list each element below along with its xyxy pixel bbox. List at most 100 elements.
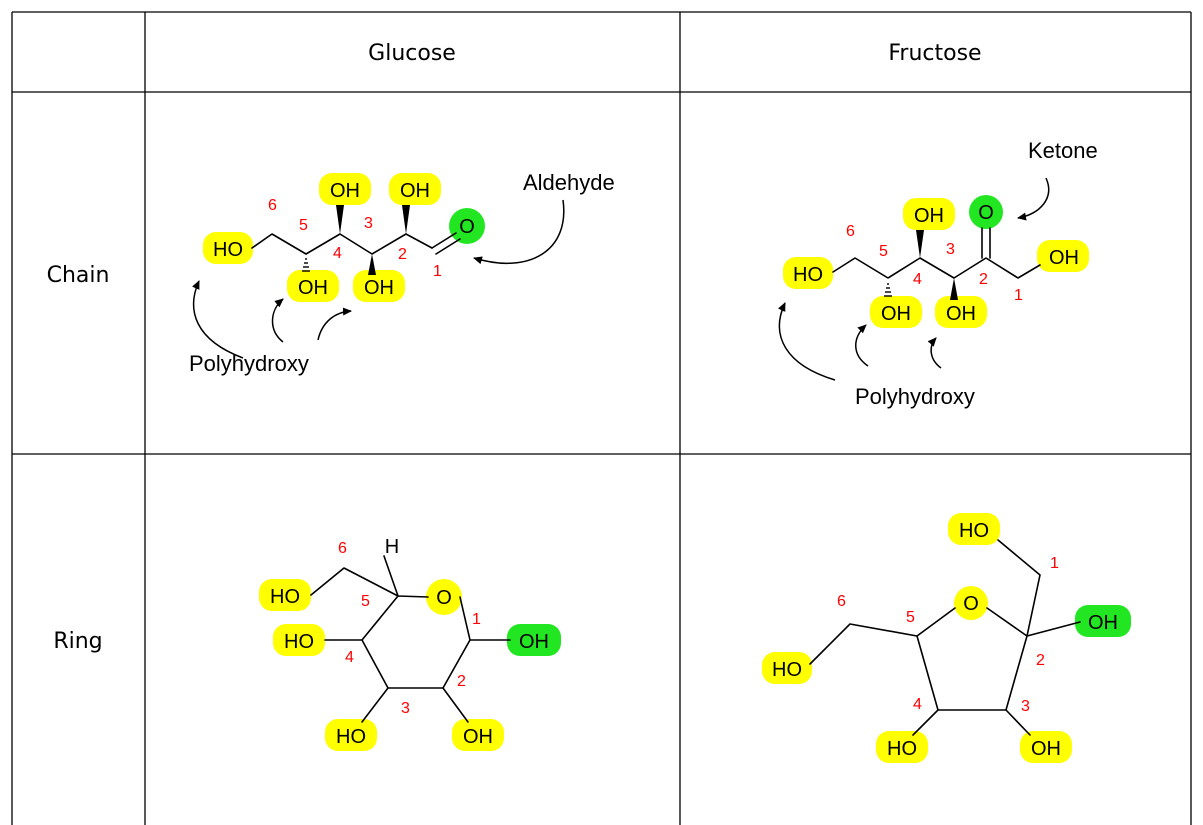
wedge-c4-up xyxy=(916,230,924,258)
num-c4: 4 xyxy=(333,245,342,262)
num-c1: 1 xyxy=(1050,555,1059,572)
wedge-c3-down xyxy=(950,278,958,300)
num-c5: 5 xyxy=(299,217,308,234)
wedge-c4-up xyxy=(336,205,344,234)
num-c5: 5 xyxy=(361,593,370,610)
table-grid xyxy=(11,11,1192,825)
arrow-poly-oh5 xyxy=(271,298,284,343)
arrow-poly-oh5 xyxy=(855,324,869,367)
num-c6: 6 xyxy=(837,593,846,610)
num-c3: 3 xyxy=(1021,698,1030,715)
num-c6: 6 xyxy=(846,223,855,240)
highlight-oh2 xyxy=(1075,605,1131,637)
highlight-oh1 xyxy=(507,624,561,656)
wedge-c3-down xyxy=(368,254,376,275)
highlight-ho6 xyxy=(783,257,833,289)
row-label-ring: Ring xyxy=(53,629,102,654)
bond-c2-oh xyxy=(1026,621,1081,637)
atom-ho6: HO xyxy=(793,264,823,286)
glucose-chain-structure: HO OH OH OH OH O 6 5 4 3 2 1 Aldehyde Po… xyxy=(189,170,615,376)
hash-c5-down xyxy=(302,258,310,272)
row-label-chain: Chain xyxy=(47,263,110,288)
atom-ho4: HO xyxy=(284,631,314,653)
highlight-oh5-down xyxy=(287,270,339,302)
bond-c5-h xyxy=(383,555,399,597)
atom-oh2: OH xyxy=(463,726,493,748)
atom-oh3: OH xyxy=(364,277,394,299)
atom-oh5: OH xyxy=(881,303,911,325)
fructose-chain-backbone xyxy=(832,257,1041,279)
num-c4: 4 xyxy=(345,649,354,666)
furanose-ring xyxy=(916,607,1028,711)
bond-c3-o xyxy=(361,687,389,723)
num-c2: 2 xyxy=(979,271,988,288)
atom-o2: O xyxy=(978,202,994,224)
num-c3: 3 xyxy=(364,215,373,232)
num-c3: 3 xyxy=(946,241,955,258)
bond-c5-c6-o xyxy=(310,567,399,597)
num-c6: 6 xyxy=(338,540,347,557)
atom-oh4: OH xyxy=(330,180,360,202)
atom-ho6: HO xyxy=(213,239,243,261)
highlight-aldehyde-o xyxy=(449,208,485,244)
highlight-ring-o xyxy=(954,586,988,620)
atom-oh1: OH xyxy=(519,631,549,653)
fructose-ring-structure: HO O OH HO HO OH 1 2 3 4 5 6 xyxy=(762,513,1131,763)
highlight-oh4-up xyxy=(903,198,955,230)
atom-ho6: HO xyxy=(270,586,300,608)
highlight-oh3 xyxy=(1020,731,1072,763)
highlight-ho1 xyxy=(948,513,1000,545)
num-c3: 3 xyxy=(401,700,410,717)
highlight-oh1 xyxy=(1037,240,1089,272)
atom-o1: O xyxy=(459,216,475,238)
num-c4: 4 xyxy=(913,696,922,713)
num-c1: 1 xyxy=(1014,287,1023,304)
label-polyhydroxy-fructose: Polyhydroxy xyxy=(855,384,975,409)
label-polyhydroxy-glucose: Polyhydroxy xyxy=(189,351,309,376)
atom-ring-o: O xyxy=(436,587,452,609)
highlight-ho6 xyxy=(203,232,253,264)
bond-c3-o xyxy=(1005,709,1031,736)
arrow-poly-ho6 xyxy=(192,280,244,359)
highlight-oh2 xyxy=(452,719,504,751)
num-c5: 5 xyxy=(879,243,888,260)
label-aldehyde: Aldehyde xyxy=(523,170,615,195)
num-c1: 1 xyxy=(472,611,481,628)
header-glucose: Glucose xyxy=(368,41,456,66)
highlight-oh3-down xyxy=(353,270,405,302)
atom-oh2: OH xyxy=(400,180,430,202)
num-c4: 4 xyxy=(913,271,922,288)
num-c1: 1 xyxy=(433,263,442,280)
atom-ho3: HO xyxy=(336,726,366,748)
num-c2: 2 xyxy=(457,673,466,690)
atom-ho6: HO xyxy=(772,659,802,681)
num-c2: 2 xyxy=(398,246,407,263)
arrow-poly-oh3 xyxy=(927,337,942,369)
atom-ring-o: O xyxy=(963,593,979,615)
atom-oh5: OH xyxy=(298,277,328,299)
atom-oh3: OH xyxy=(1031,738,1061,760)
header-fructose: Fructose xyxy=(888,41,981,66)
aldehyde-double-bond-b xyxy=(435,238,461,255)
bond-c2-c1-o xyxy=(997,539,1041,637)
glucose-ring-structure: H HO O OH HO HO OH 6 5 4 3 2 1 xyxy=(259,536,561,751)
atom-oh2: OH xyxy=(1088,612,1118,634)
highlight-ho3 xyxy=(325,719,377,751)
highlight-ho6 xyxy=(259,579,311,611)
pyranose-ring xyxy=(361,595,471,689)
highlight-ring-o xyxy=(426,579,462,615)
atom-h: H xyxy=(385,536,399,558)
fructose-chain-structure: HO OH O OH OH OH 6 5 4 3 2 1 Ketone Poly… xyxy=(777,138,1098,409)
highlight-oh3-down xyxy=(935,296,987,328)
atom-oh4: OH xyxy=(914,205,944,227)
highlight-oh5-down xyxy=(870,296,922,328)
atom-ho4: HO xyxy=(887,738,917,760)
highlight-oh4-up xyxy=(319,173,371,205)
num-c5: 5 xyxy=(906,609,915,626)
highlight-ketone-o xyxy=(969,195,1003,229)
hash-c5-down xyxy=(884,283,892,297)
bond-c4-o xyxy=(912,709,939,736)
highlight-ho4 xyxy=(273,624,325,656)
wedge-c2-up xyxy=(402,205,410,234)
